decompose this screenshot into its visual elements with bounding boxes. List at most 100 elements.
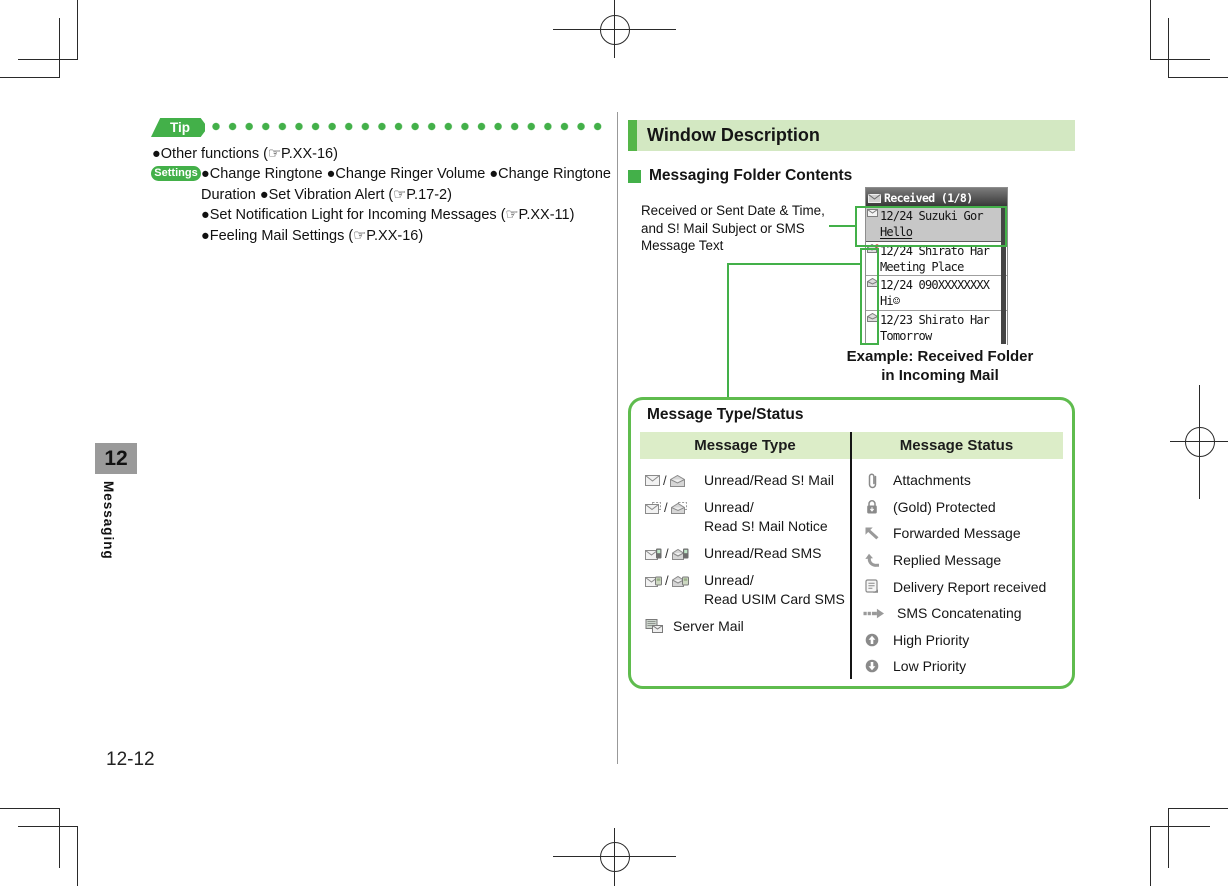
message-status-label: Replied Message	[893, 552, 1002, 569]
chapter-title-vertical: Messaging	[101, 481, 116, 560]
message-status-row: High Priority	[862, 627, 1072, 654]
message-status-row: Delivery Report received	[862, 573, 1072, 600]
settings-line: ●Set Notification Light for Incoming Mes…	[201, 207, 575, 223]
message-subject: Tomorrow	[880, 328, 932, 343]
message-status-row: Attachments	[862, 467, 1072, 494]
unread-read-s-mail-icon: /	[645, 471, 704, 488]
unread-read-usim-card-sms-icon: /	[645, 571, 704, 588]
reply-arrow-icon	[862, 553, 882, 568]
message-type-list: / Unread/Read S! Mail / Unread/ Read S! …	[645, 471, 845, 644]
tip-dots-decoration	[212, 122, 604, 131]
lock-icon	[862, 499, 882, 515]
callout-line: Received or Sent Date & Time,	[641, 203, 825, 218]
message-status-label: Delivery Report received	[893, 578, 1047, 595]
message-status-label: Forwarded Message	[893, 525, 1021, 542]
paperclip-icon	[862, 472, 882, 489]
unread-read-sms-icon: /	[645, 544, 704, 561]
message-status-label: Attachments	[893, 472, 971, 489]
example-caption: Example: Received Folder in Incoming Mai…	[775, 348, 1105, 385]
callout-label: Received or Sent Date & Time, and S! Mai…	[641, 202, 825, 255]
message-status-list: Attachments (Gold) Protected Forwarded M…	[862, 467, 1072, 680]
phone-message-row: 12/24 090XXXXXXXX Hi☺	[866, 276, 1007, 311]
callout-line: and S! Mail Subject or SMS	[641, 220, 805, 236]
settings-items: ●Change Ringtone ●Change Ringer Volume ●…	[201, 164, 611, 246]
concatenate-arrow-icon	[862, 608, 886, 619]
example-caption-line: in Incoming Mail	[881, 366, 999, 384]
callout-bracket-first-row	[855, 206, 1007, 247]
message-status-row: Replied Message	[862, 547, 1072, 574]
message-type-status-box: Message Type/Status Message Type Message…	[628, 397, 1075, 689]
phone-scrollbar	[1001, 207, 1006, 344]
other-functions-line: ●Other functions (☞P.XX-16)	[152, 146, 338, 162]
message-status-row: Forwarded Message	[862, 520, 1072, 547]
unread-mail-icon	[866, 207, 880, 241]
settings-line: ●Feeling Mail Settings (☞P.XX-16)	[201, 227, 424, 244]
phone-message-row: 12/24 Suzuki Gor Hello	[866, 207, 1007, 242]
server-mail-icon	[645, 617, 673, 633]
message-type-row: / Unread/Read SMS	[645, 544, 845, 571]
message-type-label: Read USIM Card SMS	[704, 591, 845, 607]
delivery-report-icon	[862, 579, 882, 594]
message-type-label: Unread/	[704, 572, 754, 588]
green-square-bullet	[628, 169, 641, 183]
message-date-sender: 12/23 Shirato Har	[880, 312, 990, 327]
message-subject: Hello	[880, 225, 913, 239]
message-date-sender: 12/24 Suzuki Gor	[880, 209, 984, 223]
section-header-title: Window Description	[647, 125, 820, 145]
message-type-row: / Unread/ Read USIM Card SMS	[645, 571, 845, 617]
phone-message-row: 12/23 Shirato Har Tomorrow	[866, 310, 1007, 345]
callout-bracket-icon-column	[860, 248, 879, 345]
message-type-label: Unread/Read SMS	[704, 545, 822, 561]
column-header-message-status: Message Status	[899, 437, 1014, 454]
subsection-heading: Messaging Folder Contents	[628, 167, 852, 185]
tip-badge: Tip	[151, 118, 205, 137]
unread-read-s-mail-notice-icon: /	[645, 498, 704, 515]
callout-connector-line	[727, 263, 729, 399]
callout-connector-line	[727, 263, 862, 265]
subsection-title: Messaging Folder Contents	[649, 167, 853, 184]
phone-title-text: Received (1/8)	[884, 190, 973, 205]
message-date-sender: 12/24 090XXXXXXXX	[880, 278, 990, 292]
icon-separator: /	[664, 500, 668, 515]
example-caption-line: Example: Received Folder	[846, 348, 1034, 365]
message-subject: Meeting Place	[880, 259, 964, 274]
message-type-label: Unread/	[704, 499, 754, 515]
message-date-sender: 12/24 Shirato Har	[880, 243, 990, 258]
folder-envelope-icon	[868, 193, 881, 203]
message-status-label: High Priority	[893, 631, 970, 648]
message-type-row: / Unread/Read S! Mail	[645, 471, 845, 498]
column-header-message-type: Message Type	[694, 437, 796, 454]
phone-title-bar: Received (1/8)	[866, 188, 1007, 207]
callout-connector-line	[829, 225, 856, 227]
legend-box-title: Message Type/Status	[647, 406, 804, 423]
message-type-row: Server Mail	[645, 617, 845, 644]
settings-badge: Settings	[151, 166, 201, 181]
message-type-label: Unread/Read S! Mail	[704, 472, 834, 488]
icon-separator: /	[665, 573, 669, 588]
message-status-label: (Gold) Protected	[893, 498, 996, 515]
low-priority-icon	[862, 659, 882, 673]
message-type-label: Server Mail	[673, 618, 744, 634]
callout-line: Message Text	[641, 238, 724, 254]
message-type-row: / Unread/ Read S! Mail Notice	[645, 498, 845, 544]
icon-separator: /	[663, 473, 667, 488]
message-status-row: SMS Concatenating	[862, 600, 1072, 627]
section-header-accent-bar	[628, 120, 637, 151]
column-divider	[617, 112, 618, 764]
message-type-label: Read S! Mail Notice	[704, 518, 828, 534]
section-header-background	[628, 120, 1075, 151]
phone-screenshot: Received (1/8) 12/24 Suzuki Gor Hello 12…	[865, 187, 1008, 345]
message-status-label: SMS Concatenating	[897, 605, 1022, 622]
icon-separator: /	[665, 546, 669, 561]
message-status-row: (Gold) Protected	[862, 494, 1072, 521]
message-subject: Hi☺	[880, 294, 900, 308]
message-status-label: Low Priority	[893, 658, 967, 675]
forward-arrow-icon	[862, 526, 882, 540]
legend-column-divider	[850, 432, 852, 679]
high-priority-icon	[862, 633, 882, 647]
settings-line: ●Change Ringtone ●Change Ringer Volume ●…	[201, 166, 611, 182]
chapter-number-tab: 12	[95, 443, 137, 474]
page-number: 12-12	[106, 749, 155, 770]
message-status-row: Low Priority	[862, 653, 1072, 680]
settings-line: Duration ●Set Vibration Alert (☞P.17-2)	[201, 186, 452, 203]
